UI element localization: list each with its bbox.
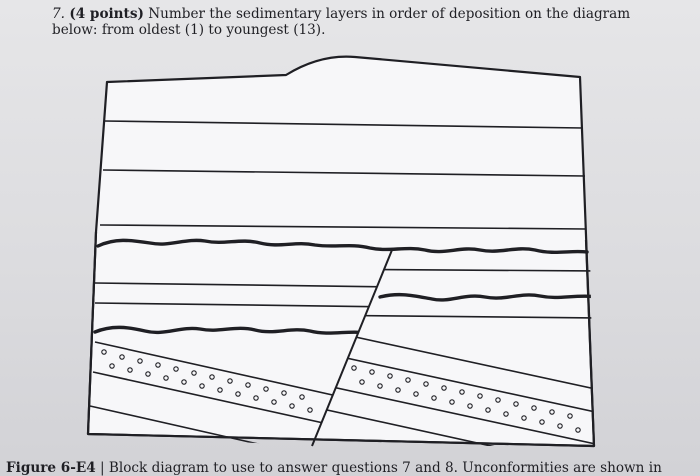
caption-text: | Block diagram to use to answer questio… [95, 460, 662, 476]
conglomerate-pebbles-right [351, 365, 581, 433]
bed-contact [94, 302, 392, 308]
figure-caption: Figure 6-E4 | Block diagram to use to an… [6, 460, 696, 476]
fault-line [311, 249, 393, 447]
diagram-outline-edge [86, 231, 596, 448]
unconformity-lower-left [93, 325, 392, 336]
question-number: 7. [52, 6, 65, 22]
tilted-bed-contact [312, 379, 594, 446]
bed-contact [94, 282, 392, 288]
bed-contact [103, 120, 584, 129]
question-points: (4 points) [69, 6, 144, 22]
figure-label: Figure 6-E4 [6, 460, 96, 476]
bed-contact [102, 169, 586, 177]
question-text: Number the sedimentary layers in order o… [52, 6, 631, 38]
unconformity-upper [96, 238, 589, 255]
bed-contact [99, 224, 587, 230]
question-7: 7. (4 points) Number the sedimentary lay… [52, 6, 662, 38]
unconformity-lower-right [378, 292, 594, 302]
tilted-bed-contact [89, 405, 392, 446]
tilted-bed-contact [312, 403, 594, 446]
upper-layers [99, 120, 587, 230]
tilted-bed-contact [312, 347, 594, 414]
conglomerate-pebbles-left [101, 349, 313, 413]
